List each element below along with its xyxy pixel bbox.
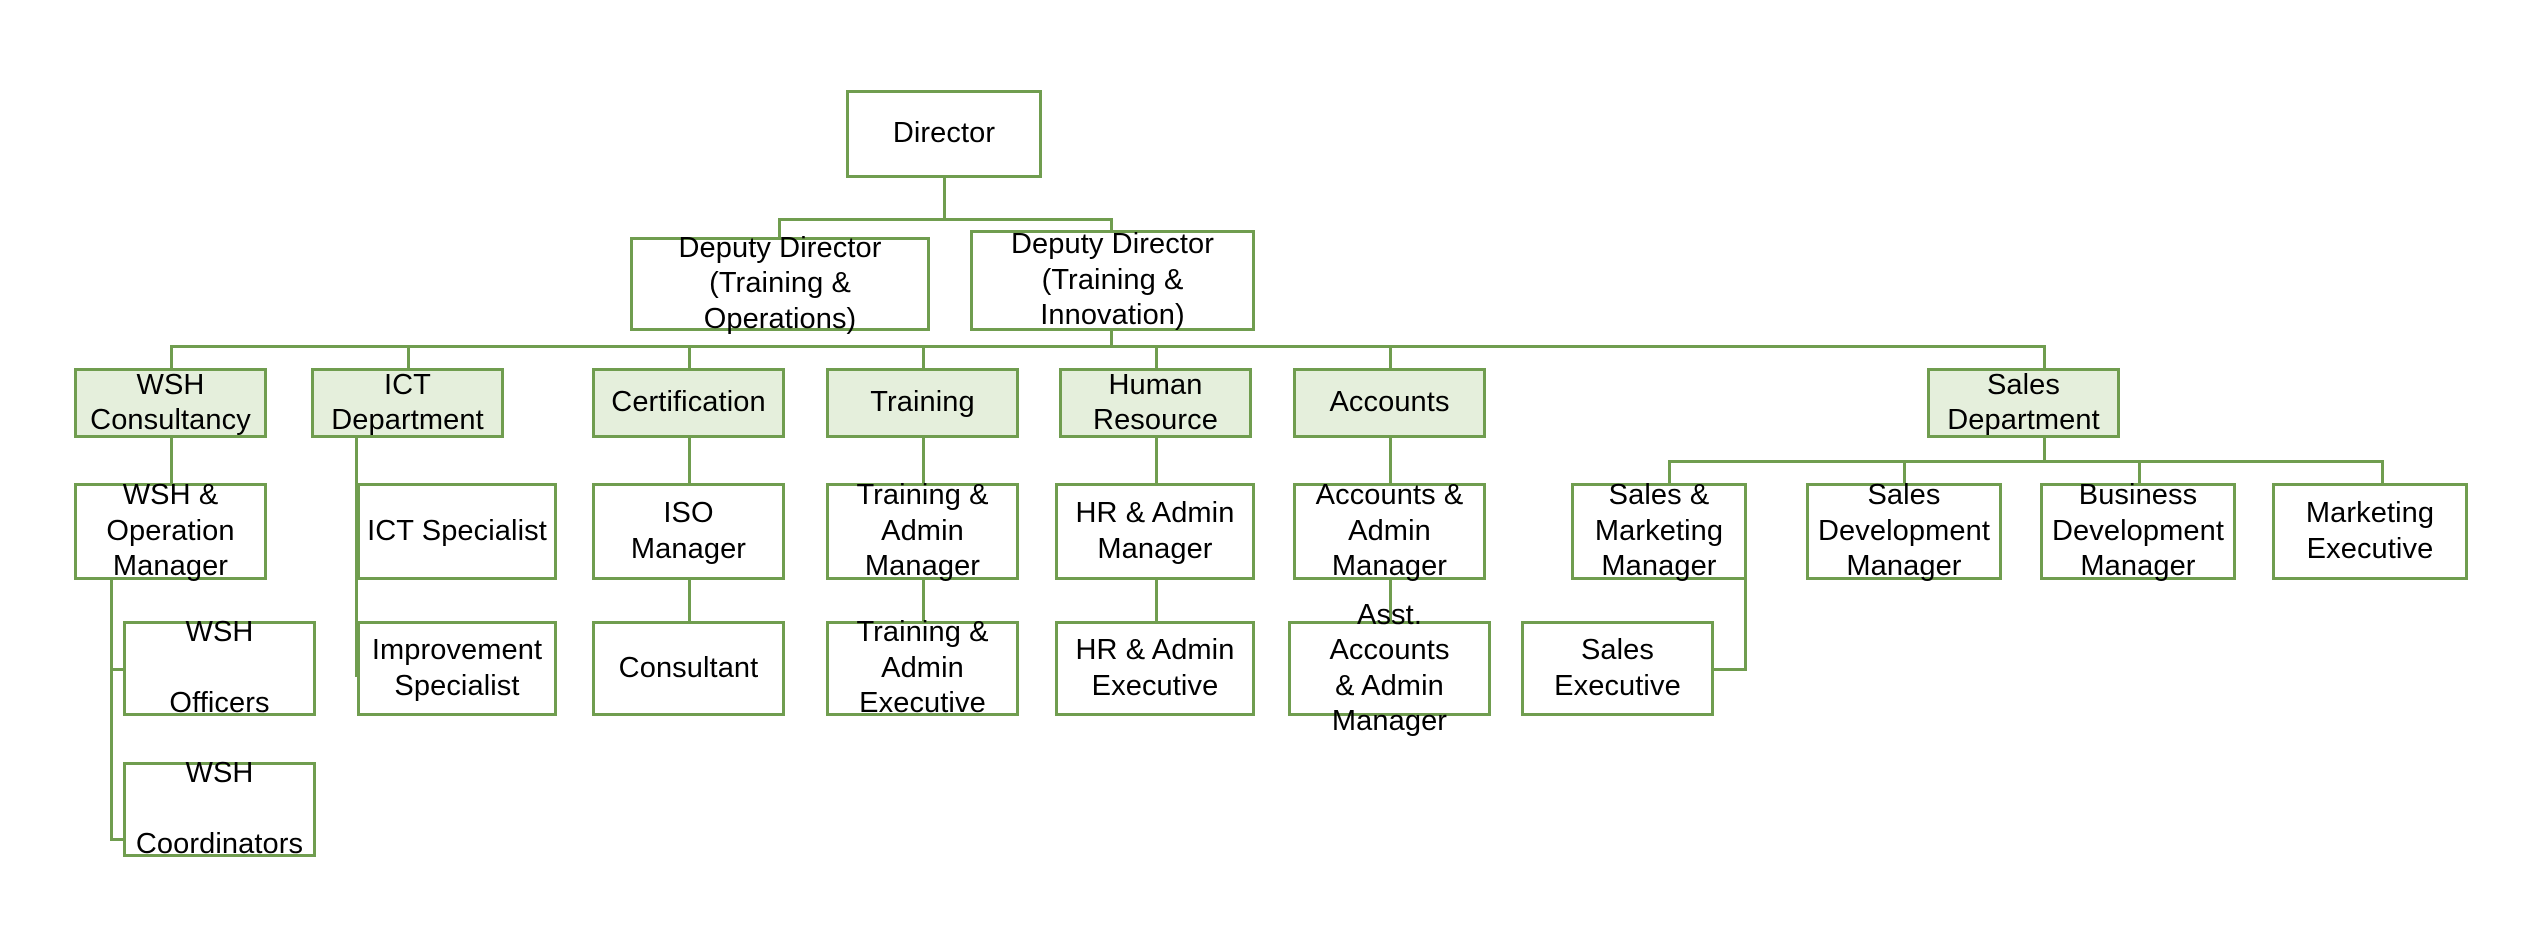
node-sales-development-manager[interactable]: Sales Development Manager bbox=[1806, 479, 2002, 582]
connector-training-manager-to-executive bbox=[922, 580, 925, 621]
connector-drop-training bbox=[922, 345, 925, 368]
node-consultant[interactable]: Consultant bbox=[592, 621, 785, 716]
connector-dd-ops-up bbox=[778, 218, 781, 238]
node-sales-department[interactable]: Sales Department bbox=[1927, 368, 2120, 438]
connector-hr-to-manager bbox=[1155, 437, 1158, 483]
node-deputy-director-training-operations[interactable]: Deputy Director (Training & Operations) bbox=[630, 232, 930, 335]
connector-wsh-manager-spine bbox=[110, 580, 113, 840]
connector-drop-accounts bbox=[1389, 345, 1392, 368]
node-hr-admin-executive[interactable]: HR & Admin Executive bbox=[1055, 621, 1255, 716]
connector-drop-business-development-manager bbox=[2138, 460, 2141, 483]
connector-dd-innov-down bbox=[1110, 330, 1113, 348]
connector-drop-sales-department bbox=[2043, 345, 2046, 368]
node-human-resource[interactable]: Human Resource bbox=[1059, 368, 1252, 438]
connector-dd-innov-up bbox=[1110, 218, 1113, 238]
node-wsh-officers[interactable]: WSH Officers bbox=[123, 616, 316, 719]
node-deputy-director-training-innovation[interactable]: Deputy Director (Training & Innovation) bbox=[970, 228, 1255, 331]
node-accounts-admin-manager[interactable]: Accounts & Admin Manager bbox=[1293, 479, 1486, 582]
connector-sales-executive-spine bbox=[1744, 580, 1747, 671]
node-asst-accounts-admin-manager[interactable]: Asst. Accounts & Admin Manager bbox=[1288, 599, 1491, 737]
connector-drop-certification bbox=[688, 345, 691, 368]
node-hr-admin-manager[interactable]: HR & Admin Manager bbox=[1055, 483, 1255, 580]
connector-ict-spine bbox=[355, 437, 358, 677]
connector-drop-sales-marketing-manager bbox=[1668, 460, 1671, 483]
connector-sales-department-down bbox=[2043, 437, 2046, 462]
connector-drop-sales-development-manager bbox=[1903, 460, 1906, 483]
connector-sales-manager-bus bbox=[1668, 460, 2046, 463]
connector-hr-manager-to-executive bbox=[1155, 580, 1158, 621]
connector-sales-manager-bus-right bbox=[2043, 460, 2381, 463]
connector-drop-marketing-executive bbox=[2381, 460, 2384, 483]
connector-accounts-manager-to-asst bbox=[1389, 580, 1392, 621]
connector-training-to-manager bbox=[922, 437, 925, 483]
node-training-admin-manager[interactable]: Training & Admin Manager bbox=[826, 479, 1019, 582]
connector-deputy-bus bbox=[778, 218, 1113, 221]
node-accounts[interactable]: Accounts bbox=[1293, 368, 1486, 438]
node-business-development-manager[interactable]: Business Development Manager bbox=[2040, 479, 2236, 582]
connector-drop-ict-department bbox=[407, 345, 410, 368]
node-sales-executive[interactable]: Sales Executive bbox=[1521, 621, 1714, 716]
node-wsh-operation-manager[interactable]: WSH & Operation Manager bbox=[74, 479, 267, 582]
connector-iso-to-consultant bbox=[688, 580, 691, 621]
node-director[interactable]: Director bbox=[846, 90, 1042, 178]
node-wsh-coordinators[interactable]: WSH Coordinators bbox=[123, 757, 316, 860]
node-ict-department[interactable]: ICT Department bbox=[311, 368, 504, 438]
node-ict-specialist[interactable]: ICT Specialist bbox=[357, 483, 557, 580]
connector-sales-executive-elbow bbox=[1711, 668, 1747, 671]
node-sales-marketing-manager[interactable]: Sales & Marketing Manager bbox=[1571, 479, 1747, 582]
connector-accounts-to-manager bbox=[1389, 437, 1392, 483]
connector-certification-to-iso bbox=[688, 437, 691, 483]
node-wsh-consultancy[interactable]: WSH Consultancy bbox=[74, 368, 267, 438]
node-iso-manager[interactable]: ISO Manager bbox=[592, 483, 785, 580]
node-certification[interactable]: Certification bbox=[592, 368, 785, 438]
connector-department-bus bbox=[170, 345, 2044, 348]
node-training-admin-executive[interactable]: Training & Admin Executive bbox=[826, 616, 1019, 719]
connector-director-down bbox=[943, 177, 946, 220]
node-improvement-specialist[interactable]: Improvement Specialist bbox=[357, 621, 557, 716]
connector-drop-human-resource bbox=[1155, 345, 1158, 368]
node-marketing-executive[interactable]: Marketing Executive bbox=[2272, 483, 2468, 580]
connector-drop-wsh-consultancy bbox=[170, 345, 173, 368]
node-training[interactable]: Training bbox=[826, 368, 1019, 438]
connector-wsh-consultancy-to-manager bbox=[170, 437, 173, 483]
